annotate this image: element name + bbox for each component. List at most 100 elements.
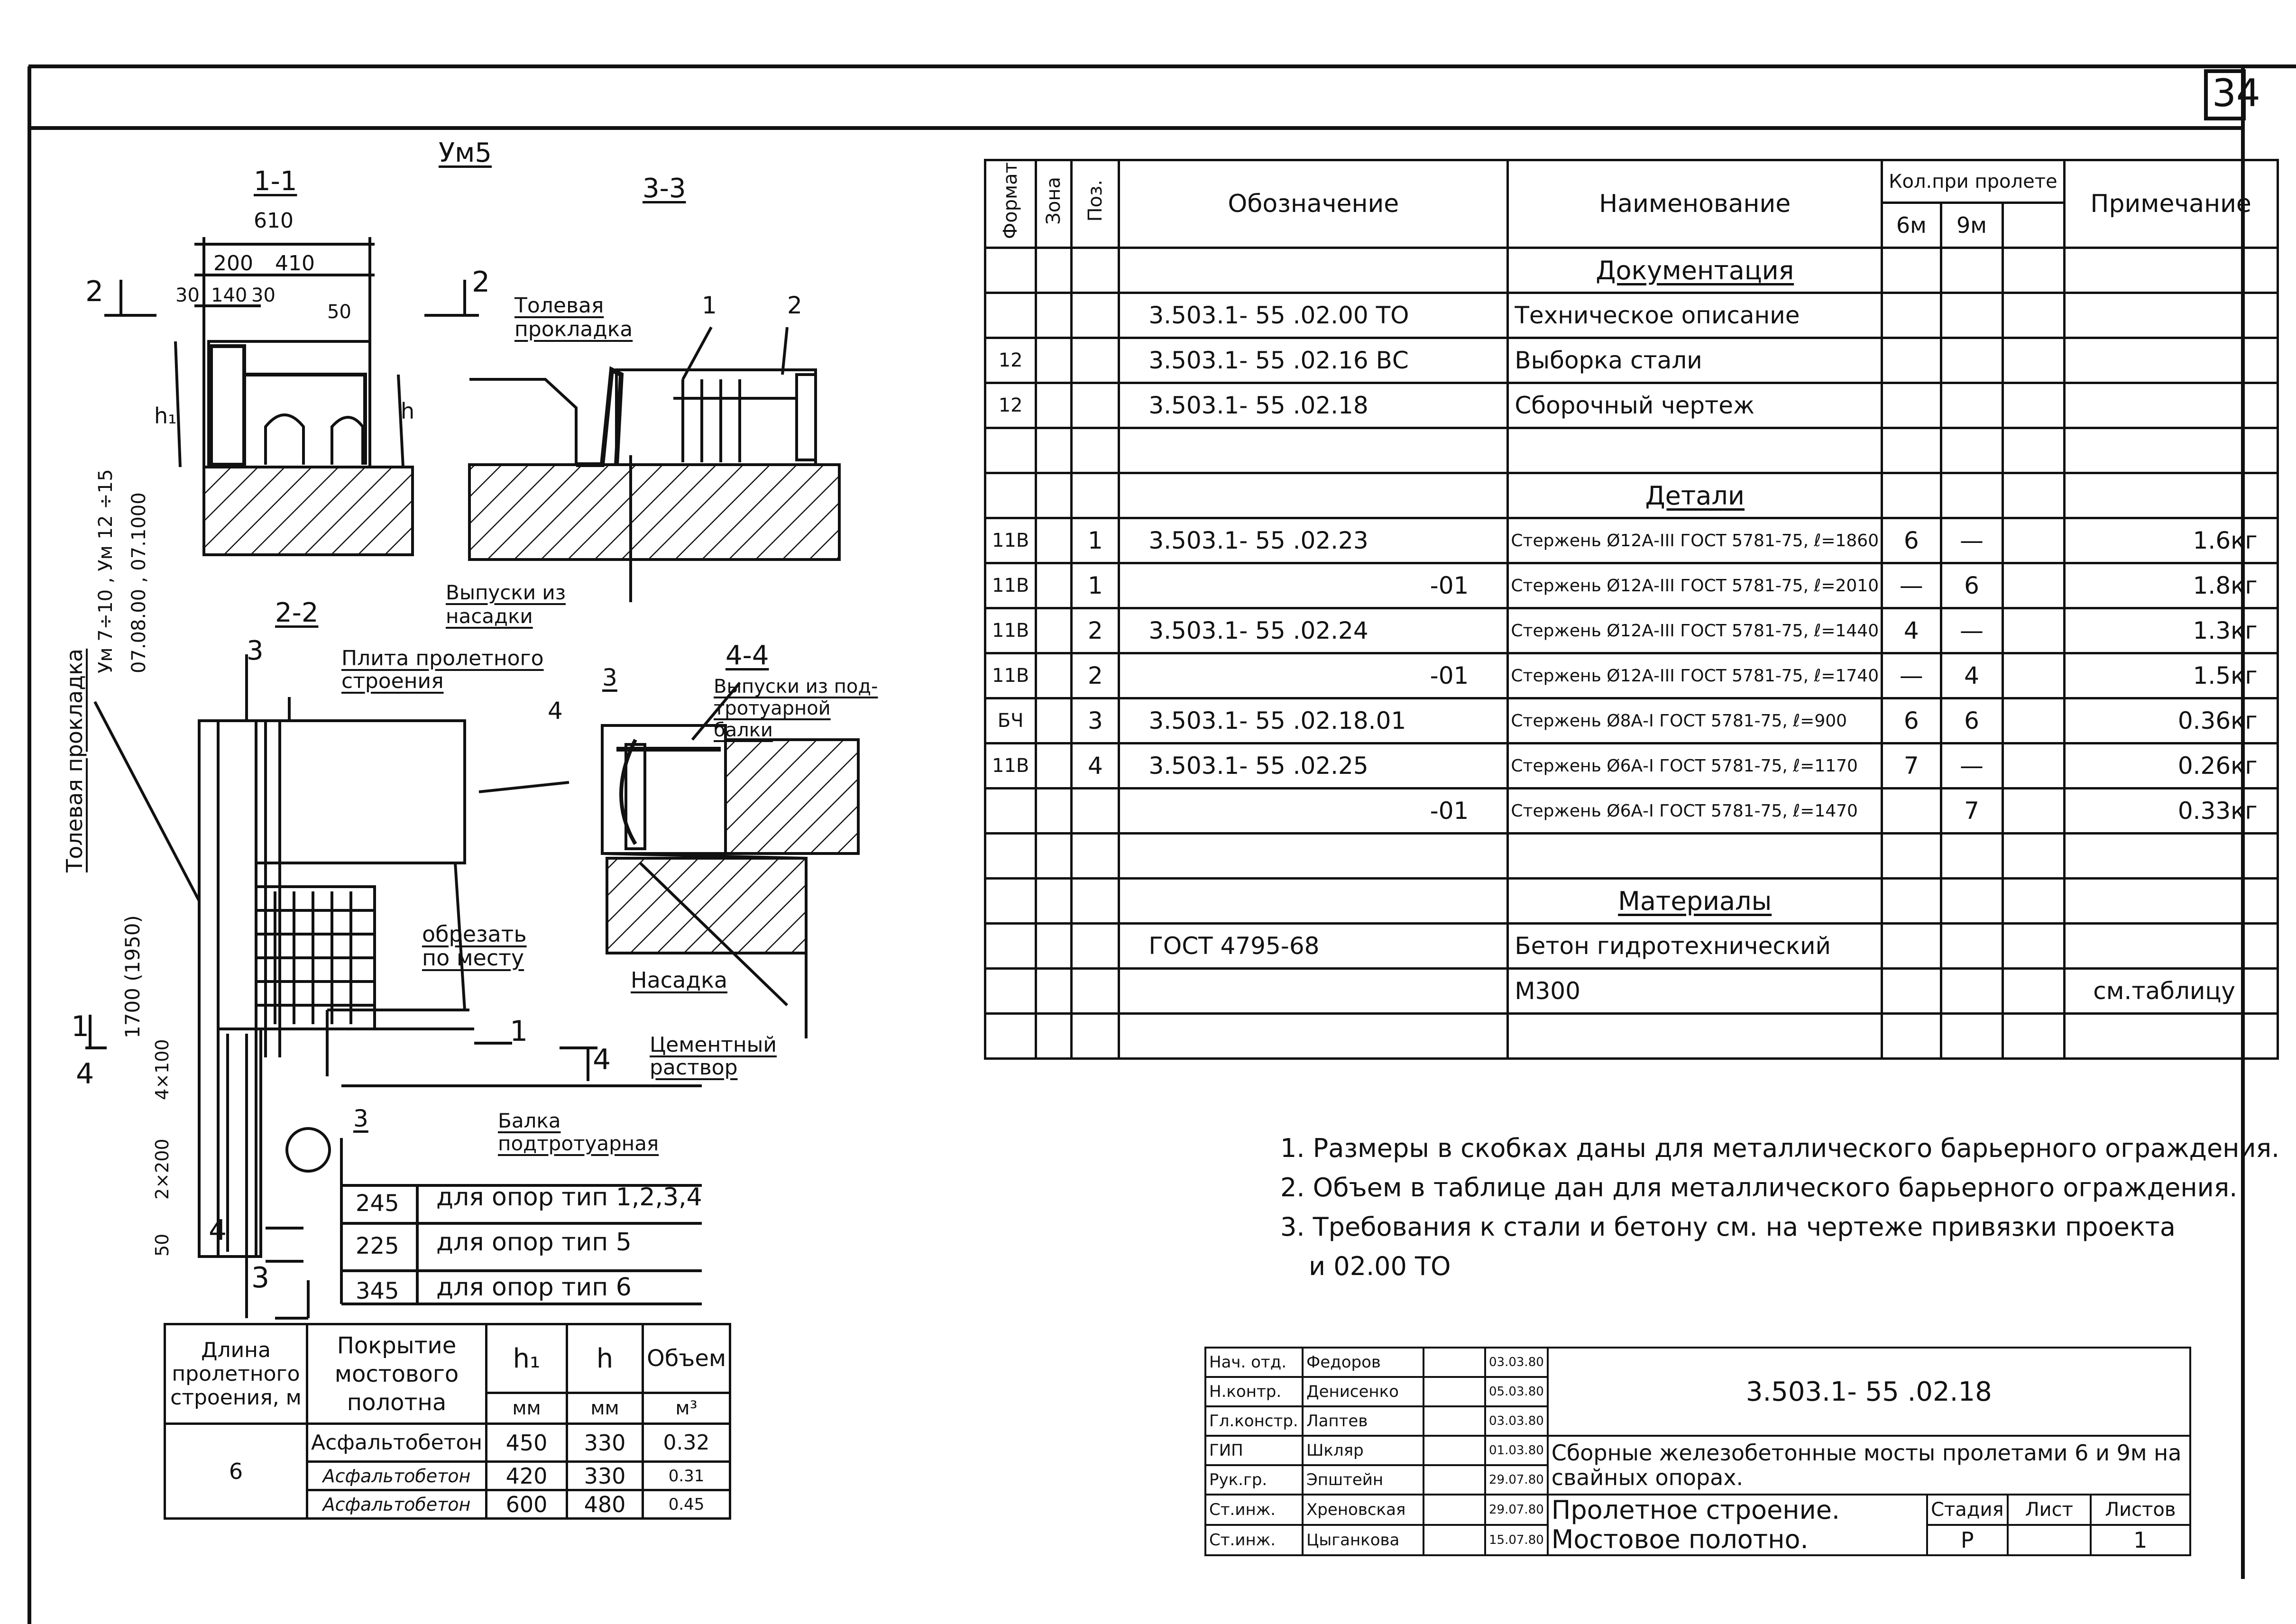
spec-zone (1035, 742, 1073, 789)
spec-qty-6 (1881, 247, 1942, 294)
spec-zone (1035, 787, 1073, 835)
tb-role: Нач. отд. (1204, 1347, 1304, 1378)
spec-qty-6 (1881, 337, 1942, 384)
spec-header-row: Формат Зона Поз. Обозначение Наименовани… (983, 159, 2279, 249)
spec-qty-6: 7 (1881, 742, 1942, 789)
spec-pos (1070, 877, 1120, 925)
spec-qty-9: — (1939, 607, 2004, 654)
dim-200: 200 (213, 251, 253, 275)
cut-4-left: 4 (76, 1057, 94, 1091)
section-2-2 (85, 654, 702, 1320)
section-1-1-title: 1-1 (254, 166, 297, 197)
cut-4-bottom: 4 (209, 1214, 227, 1247)
spec-note: 0.26кг (2063, 742, 2279, 789)
label-pos-4: 4 (548, 697, 563, 725)
spec-pos: 2 (1070, 652, 1120, 699)
spec-note: 0.33кг (2063, 787, 2279, 835)
volume-unit-h1: мм (485, 1392, 569, 1425)
spec-zone (1035, 247, 1073, 294)
spec-name: Выборка стали (1506, 337, 1883, 384)
spec-format: 11В (983, 517, 1038, 564)
spec-name: Стержень Ø12А-III ГОСТ 5781-75, ℓ=2010 (1506, 562, 1883, 609)
spec-zone (1035, 877, 1073, 925)
spec-qty-9 (1939, 472, 2004, 519)
spec-note: 1.3кг (2063, 607, 2279, 654)
cut-2-left: 2 (85, 275, 104, 308)
volume-cover: Асфальтобетон (305, 1489, 488, 1520)
spec-note: см.таблицу (2063, 967, 2279, 1015)
spec-qty-9 (1939, 967, 2004, 1015)
spec-qty-9: 6 (1939, 697, 2004, 744)
spec-format (983, 427, 1038, 474)
spec-row: Материалы (983, 877, 2279, 925)
section-3-3-title: 3-3 (643, 173, 686, 204)
spec-format (983, 247, 1038, 294)
spec-pos (1070, 1012, 1120, 1060)
spec-format (983, 922, 1038, 970)
tb-date: 03.03.80 (1484, 1405, 1549, 1437)
spec-designation: -01 (1118, 562, 1509, 609)
spec-zone (1035, 607, 1073, 654)
tb-person: Шкляр (1302, 1435, 1424, 1466)
dim-50: 50 (327, 301, 351, 323)
volume-table: Длина пролетного строения, м Покрытие мо… (164, 1323, 732, 1520)
spec-name: Стержень Ø12А-III ГОСТ 5781-75, ℓ=1740 (1506, 652, 1883, 699)
label-balka: Балка подтротуарная (498, 1109, 659, 1155)
spec-zone (1035, 562, 1073, 609)
volume-h: 330 (566, 1460, 644, 1491)
label-vypuski-nasadki: Выпуски из насадки (446, 581, 566, 628)
volume-unit-h: мм (566, 1392, 644, 1425)
tb-sheet (2006, 1524, 2092, 1556)
spec-note (2063, 427, 2279, 474)
tb-person: Федоров (1302, 1347, 1424, 1378)
vertical-label-2: 07.08.00 , 07.1000 (128, 492, 150, 673)
note-2: 2. Объем в таблице дан для металлическог… (1280, 1173, 2238, 1202)
tb-sheets: 1 (2089, 1524, 2191, 1556)
spec-note (2063, 337, 2279, 384)
spec-pos (1070, 787, 1120, 835)
spec-qty-6: — (1881, 562, 1942, 609)
spec-pos (1070, 472, 1120, 519)
spec-name: Детали (1506, 472, 1883, 519)
spec-qty-6 (1881, 832, 1942, 880)
spec-note (2063, 832, 2279, 880)
spec-designation: -01 (1118, 787, 1509, 835)
volume-value: 0.32 (642, 1422, 732, 1463)
spec-pos (1070, 247, 1120, 294)
sheet-number: 34 (2212, 71, 2260, 115)
offset-value-2: 225 (356, 1233, 399, 1259)
spec-row (983, 1012, 2279, 1060)
spec-format: 11В (983, 562, 1038, 609)
spec-qty-9 (1939, 832, 2004, 880)
spec-pos (1070, 832, 1120, 880)
spec-note (2063, 247, 2279, 294)
spec-qty-6 (1881, 877, 1942, 925)
note-3: 3. Требования к стали и бетону см. на че… (1280, 1212, 2176, 1242)
dim-30a: 30 (175, 284, 200, 306)
spec-qty-9 (1939, 922, 2004, 970)
note-1: 1. Размеры в скобках даны для металличес… (1280, 1133, 2280, 1163)
label-h: h (401, 398, 415, 424)
specification-table: Формат Зона Поз. Обозначение Наименовани… (983, 159, 2279, 1060)
header-pos: Поз. (1070, 159, 1120, 249)
label-nasadka: Насадка (631, 967, 728, 993)
volume-header-vol: Объем (642, 1323, 732, 1394)
dim-2x200: 2×200 (152, 1138, 173, 1200)
spec-designation (1118, 967, 1509, 1015)
spec-qty-9 (1939, 427, 2004, 474)
cut-1-left: 1 (71, 1010, 90, 1043)
spec-note (2063, 292, 2279, 339)
tb-date: 29.07.80 (1484, 1494, 1549, 1526)
spec-note: 0.36кг (2063, 697, 2279, 744)
